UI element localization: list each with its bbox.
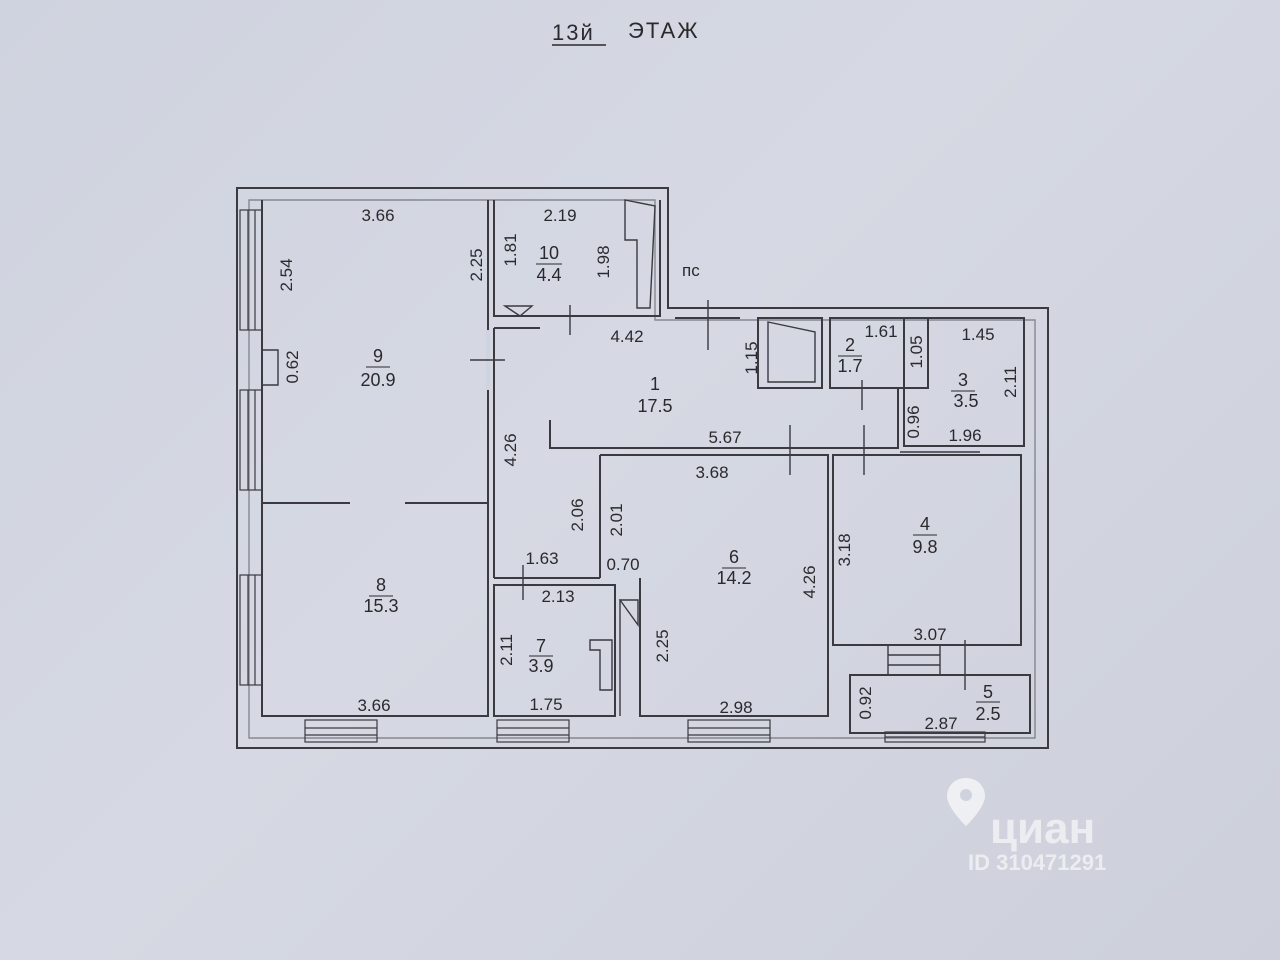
dim-r6-bottom: 2.98	[719, 698, 752, 717]
dim-r8-bottom: 3.66	[357, 696, 390, 715]
dim-r3-left: 0.96	[904, 405, 923, 438]
dim-r3-bottom: 1.96	[948, 426, 981, 445]
dim-r2-right: 1.05	[907, 335, 926, 368]
room-4-label: 4 9.8	[912, 514, 937, 557]
dim-r7-left: 2.11	[497, 634, 516, 666]
watermark: циан ID 310471291	[947, 778, 1106, 875]
dim-r5-left: 0.92	[856, 686, 875, 719]
room-3-label: 3 3.5	[951, 370, 979, 411]
dimension-labels: 3.66 2.54 0.62 2.25 2.19 1.81 1.98 4.42 …	[277, 206, 1020, 733]
dim-r4-left: 3.18	[835, 533, 854, 566]
dim-r5-bottom: 2.87	[924, 714, 957, 733]
bottom-windows	[304, 719, 986, 743]
dim-r6-lower-left: 2.25	[653, 629, 672, 662]
svg-text:2: 2	[845, 335, 855, 355]
dim-r9-pier: 0.62	[283, 350, 302, 383]
outer-walls	[236, 187, 1049, 749]
svg-text:17.5: 17.5	[637, 396, 672, 416]
svg-text:1.7: 1.7	[837, 356, 862, 376]
dim-r10-left: 1.81	[501, 233, 520, 266]
dim-corridor-right: 2.06	[568, 498, 587, 531]
dim-r9-right: 2.25	[467, 248, 486, 281]
dim-r9-top: 3.66	[361, 206, 394, 225]
floor-word: ЭТАЖ	[628, 18, 700, 43]
svg-text:2.5: 2.5	[975, 704, 1000, 724]
dim-corridor-left: 4.26	[501, 433, 520, 466]
dim-r2-top: 1.61	[864, 322, 897, 341]
room-2-label: 2 1.7	[837, 335, 862, 376]
svg-text:5: 5	[983, 682, 993, 702]
dim-corridor-step: 0.70	[606, 555, 639, 574]
room-labels: 9 20.9 8 15.3 10 4.4 1 17.5 2 1.7 3 3.5	[360, 243, 1000, 724]
dim-r6-top: 3.68	[695, 463, 728, 482]
dim-r7-top: 2.13	[541, 587, 574, 606]
floor-title: 13й ЭТАЖ	[552, 18, 700, 46]
svg-text:15.3: 15.3	[363, 596, 398, 616]
dim-r6-left: 2.01	[607, 503, 626, 536]
room-1-label: 1 17.5	[637, 374, 672, 416]
dim-r10-top: 2.19	[543, 206, 576, 225]
svg-text:20.9: 20.9	[360, 370, 395, 390]
svg-text:4: 4	[920, 514, 930, 534]
watermark-brand: циан	[990, 804, 1095, 853]
dim-r3-top: 1.45	[961, 325, 994, 344]
dim-hall-bottom: 5.67	[708, 428, 741, 447]
svg-text:3.5: 3.5	[953, 391, 978, 411]
svg-text:4.4: 4.4	[536, 265, 561, 285]
dim-corridor-bottom: 1.63	[525, 549, 558, 568]
interior-walls	[261, 199, 1031, 734]
svg-text:7: 7	[536, 636, 546, 656]
svg-text:6: 6	[729, 547, 739, 567]
svg-text:1: 1	[650, 374, 660, 394]
dim-r7-bottom: 1.75	[529, 695, 562, 714]
watermark-listing-id: ID 310471291	[968, 850, 1106, 875]
dim-r9-left: 2.54	[277, 258, 296, 291]
svg-text:3.9: 3.9	[528, 656, 553, 676]
svg-text:8: 8	[376, 575, 386, 595]
room-8-label: 8 15.3	[363, 575, 398, 616]
pc-mark: пс	[682, 261, 700, 280]
dim-r3-right: 2.11	[1001, 366, 1020, 398]
dim-r6-right: 4.26	[800, 565, 819, 598]
room-6-label: 6 14.2	[716, 547, 751, 588]
room-7-label: 7 3.9	[528, 636, 553, 676]
svg-text:3: 3	[958, 370, 968, 390]
svg-text:9: 9	[373, 346, 383, 366]
room-10-label: 10 4.4	[536, 243, 562, 285]
room-5-label: 5 2.5	[975, 682, 1000, 724]
location-pin-icon	[947, 778, 985, 826]
dim-r10-right: 1.98	[594, 245, 613, 278]
dim-hall-niche: 1.15	[742, 341, 761, 374]
room-9-label: 9 20.9	[360, 346, 395, 390]
floor-number: 13й	[552, 20, 595, 45]
left-windows	[239, 209, 279, 686]
dim-hall-top: 4.42	[610, 327, 643, 346]
svg-text:9.8: 9.8	[912, 537, 937, 557]
svg-text:10: 10	[539, 243, 559, 263]
dim-r4-bottom: 3.07	[913, 625, 946, 644]
svg-text:14.2: 14.2	[716, 568, 751, 588]
